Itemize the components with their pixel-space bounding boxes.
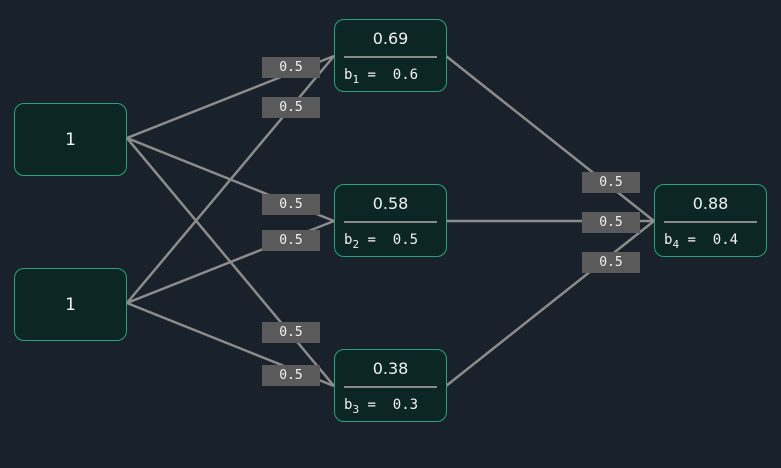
bias-value: 0.5: [384, 232, 419, 248]
bias-index: 1: [352, 72, 360, 86]
weight-label-in1-h2: 0.5: [262, 194, 320, 215]
edge-h1-out: [445, 55, 655, 222]
weight-label-in1-h1: 0.5: [262, 57, 320, 78]
hidden-neuron-3-activation: 0.38: [372, 359, 409, 378]
hidden-neuron-3: 0.38 b3 = 0.3: [334, 349, 447, 422]
input-node-2-value: 1: [65, 294, 76, 315]
weight-label-in2-h1: 0.5: [262, 97, 320, 118]
bias-symbol: b: [344, 397, 353, 413]
weight-label-h2-out: 0.5: [582, 212, 640, 233]
neuron-divider: [344, 386, 437, 388]
bias-index: 3: [352, 402, 360, 416]
input-node-1-value: 1: [65, 129, 76, 150]
weight-label-h3-out: 0.5: [582, 252, 640, 273]
neuron-divider: [344, 56, 437, 58]
bias-equals: =: [359, 397, 385, 413]
bias-value: 0.6: [384, 67, 419, 83]
hidden-neuron-1-activation: 0.69: [372, 29, 409, 48]
weight-label-in1-h3: 0.5: [262, 322, 320, 343]
output-neuron-bias: b4 = 0.4: [664, 232, 738, 251]
hidden-neuron-2-activation: 0.58: [372, 194, 409, 213]
weight-label-in2-h2: 0.5: [262, 230, 320, 251]
weight-label-h1-out: 0.5: [582, 172, 640, 193]
output-neuron: 0.88 b4 = 0.4: [654, 184, 767, 257]
hidden-neuron-2: 0.58 b2 = 0.5: [334, 184, 447, 257]
bias-equals: =: [359, 67, 385, 83]
bias-index: 2: [352, 237, 360, 251]
edge-h3-out: [445, 220, 655, 387]
bias-equals: =: [359, 232, 385, 248]
hidden-neuron-1: 0.69 b1 = 0.6: [334, 19, 447, 92]
output-neuron-activation: 0.88: [692, 194, 729, 213]
input-node-1: 1: [14, 103, 127, 176]
edge-in1-h3: [126, 137, 335, 387]
bias-symbol: b: [344, 232, 353, 248]
bias-value: 0.4: [704, 232, 739, 248]
bias-value: 0.3: [384, 397, 419, 413]
hidden-neuron-1-bias: b1 = 0.6: [344, 67, 418, 86]
bias-symbol: b: [664, 232, 673, 248]
input-node-2: 1: [14, 268, 127, 341]
neuron-divider: [664, 221, 757, 223]
bias-index: 4: [672, 237, 680, 251]
weight-label-in2-h3: 0.5: [262, 365, 320, 386]
neuron-divider: [344, 221, 437, 223]
bias-equals: =: [679, 232, 705, 248]
hidden-neuron-3-bias: b3 = 0.3: [344, 397, 418, 416]
bias-symbol: b: [344, 67, 353, 83]
hidden-neuron-2-bias: b2 = 0.5: [344, 232, 418, 251]
